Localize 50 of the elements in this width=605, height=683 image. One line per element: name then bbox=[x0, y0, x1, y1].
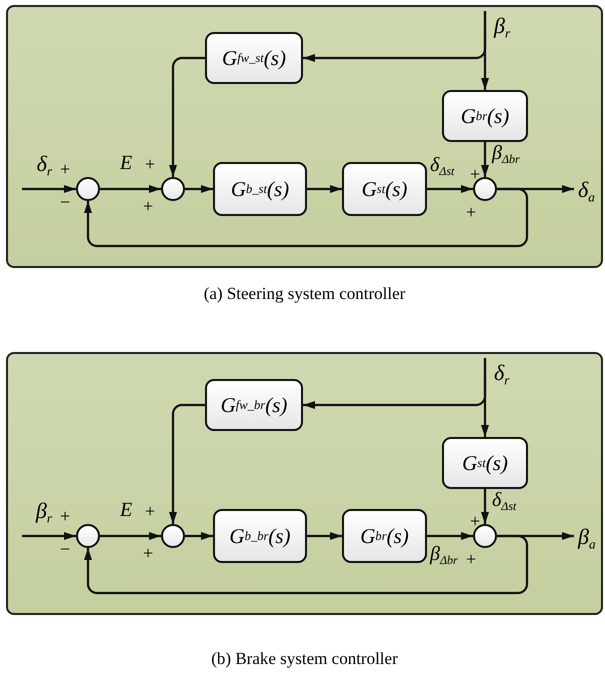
signal-label: δ$_{r}$ bbox=[485, 358, 525, 394]
panel-caption: (b) Brake system controller bbox=[210, 649, 399, 669]
sign-label: − bbox=[60, 193, 70, 211]
summing-junction bbox=[161, 524, 185, 548]
signal-arrow bbox=[481, 142, 489, 177]
sign-label: + bbox=[60, 160, 70, 178]
signal-arrow bbox=[303, 358, 486, 409]
sign-label: + bbox=[145, 502, 156, 520]
signal-arrow bbox=[22, 185, 76, 193]
sign-label: + bbox=[145, 155, 156, 173]
signal-arrow bbox=[427, 185, 473, 193]
signal-arrow bbox=[169, 56, 205, 177]
signal-arrow bbox=[185, 532, 213, 540]
edge-label: δ$_{Δst}$ bbox=[492, 490, 516, 512]
signal-arrow bbox=[84, 534, 528, 594]
panel-caption: (a) Steering system controller bbox=[202, 284, 406, 304]
signal-arrow bbox=[22, 532, 76, 540]
edge-label: E bbox=[120, 500, 132, 520]
sign-label: − bbox=[60, 540, 70, 558]
signal-arrow bbox=[185, 185, 213, 193]
summing-junction bbox=[161, 177, 185, 201]
edge-label: β$_{Δbr}$ bbox=[492, 143, 520, 166]
sign-label: + bbox=[143, 197, 154, 215]
summing-junction bbox=[473, 177, 497, 201]
signal-label: β$_{a}$ bbox=[574, 520, 604, 552]
sign-label: + bbox=[143, 544, 154, 562]
signal-arrow bbox=[100, 532, 161, 540]
edge-label: β$_{Δbr}$ bbox=[430, 544, 458, 566]
signal-arrow bbox=[307, 532, 342, 540]
sign-label: + bbox=[470, 512, 480, 530]
signal-arrow bbox=[84, 188, 528, 248]
edge-label: δ$_{Δst}$ bbox=[430, 155, 454, 178]
sign-label: + bbox=[60, 507, 70, 525]
signal-label: δ$_{r}$ bbox=[22, 153, 54, 197]
signal-label: β$_{r}$ bbox=[485, 11, 525, 47]
summing-junction bbox=[76, 177, 100, 201]
sign-label: + bbox=[466, 550, 476, 568]
signal-arrow bbox=[303, 11, 486, 62]
signal-label: β$_{r}$ bbox=[22, 500, 54, 544]
signal-arrow bbox=[307, 185, 342, 193]
edge-label: E bbox=[120, 153, 132, 173]
signal-arrow bbox=[100, 185, 161, 193]
summing-junction bbox=[76, 524, 100, 548]
sign-label: + bbox=[470, 165, 480, 183]
signal-arrow bbox=[169, 404, 205, 524]
signal-label: δ$_{a}$ bbox=[574, 173, 604, 205]
sign-label: + bbox=[466, 203, 476, 221]
signal-arrow bbox=[481, 489, 489, 524]
signal-arrow bbox=[427, 532, 473, 540]
summing-junction bbox=[473, 524, 497, 548]
